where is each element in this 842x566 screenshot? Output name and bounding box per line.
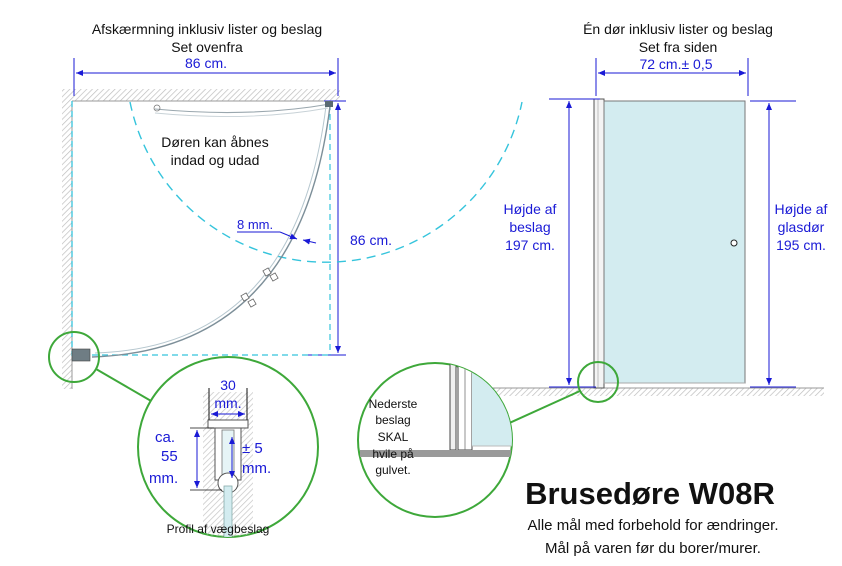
disclaimer-line2: Mål på varen før du borer/murer.	[545, 540, 761, 557]
profile-width-unit: mm.	[214, 395, 241, 411]
top-view: Afskærmning inklusiv lister og beslag Se…	[62, 21, 523, 389]
floor-detail: Nederste beslag SKAL hvile på gulvet.	[357, 361, 619, 518]
profile-tolerance-unit: mm.	[242, 460, 271, 477]
back-wall	[72, 89, 340, 101]
wall-profile	[593, 98, 605, 389]
glass-height-line2: glasdør	[778, 219, 825, 235]
floor-note-line2: beslag	[375, 413, 410, 427]
profile-depth-prefix: ca.	[155, 429, 175, 446]
side-width-label: 72 cm.± 0,5	[639, 56, 712, 72]
side-view: Én dør inklusiv lister og beslag Set fra…	[490, 21, 828, 396]
side-wall	[62, 89, 72, 389]
open-door-position	[154, 103, 331, 114]
fitting-height-line3: 197 cm.	[505, 237, 555, 253]
swing-note-line1: Døren kan åbnes	[161, 134, 268, 150]
floor-note-line3: SKAL	[378, 430, 409, 444]
glass-height-line3: 195 cm.	[776, 237, 826, 253]
fitting-height-line2: beslag	[509, 219, 550, 235]
product-info: Brusedøre W08R Alle mål med forbehold fo…	[525, 476, 778, 557]
top-view-subtitle: Set ovenfra	[171, 39, 243, 55]
swing-note-line2: indad og udad	[171, 152, 260, 168]
profile-width-value: 30	[220, 377, 236, 393]
door-knob-icon	[730, 239, 738, 247]
profile-depth-value: 55	[161, 448, 178, 465]
floor-note-line5: gulvet.	[375, 463, 410, 477]
side-view-subtitle: Set fra siden	[639, 39, 718, 55]
glass-height-line1: Højde af	[775, 201, 828, 217]
floor-note-line1: Nederste	[369, 397, 418, 411]
profile-tolerance-value: ± 5	[242, 440, 263, 457]
wall-bracket-corner	[71, 348, 91, 362]
product-title: Brusedøre W08R	[525, 476, 775, 511]
curved-glass-door	[91, 105, 331, 358]
top-depth-label: 86 cm.	[350, 232, 392, 248]
top-width-label: 86 cm.	[185, 55, 227, 71]
detail-marker-floor	[577, 361, 619, 403]
fitting-height-line1: Højde af	[504, 201, 557, 217]
hinge-icon	[240, 267, 279, 308]
disclaimer-line1: Alle mål med forbehold for ændringer.	[528, 517, 779, 534]
glass-door-panel	[603, 100, 746, 384]
glass-thickness-label: 8 mm.	[237, 217, 273, 232]
profile-depth-unit: mm.	[149, 470, 178, 487]
floor	[490, 388, 824, 396]
detail-marker-small	[48, 331, 100, 383]
top-view-title: Afskærmning inklusiv lister og beslag	[92, 21, 322, 37]
wall-bracket-top	[325, 101, 333, 107]
profile-detail: 30 mm. ca. 55 mm. ± 5 mm. Profil af vægb…	[48, 331, 319, 538]
door-swing-arc	[129, 101, 523, 263]
profile-caption: Profil af vægbeslag	[167, 522, 270, 536]
floor-note-line4: hvile på	[372, 447, 414, 461]
side-view-title: Én dør inklusiv lister og beslag	[583, 21, 773, 37]
